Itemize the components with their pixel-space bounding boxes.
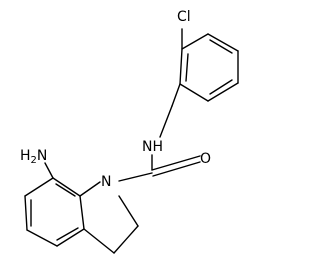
aryl-nh-bond [171, 83, 181, 107]
c-nh2-bond [44, 162, 54, 179]
amide-nh-label: NH [142, 139, 163, 155]
aryl-nh-bond-2 [159, 105, 173, 138]
amine-label: H2N [20, 148, 47, 166]
chlorophenyl-ring [179, 33, 239, 102]
indoline-ring [79, 181, 139, 254]
amine-n-label: N [37, 148, 47, 164]
ring-nitrogen-label: N [101, 174, 111, 190]
chlorine-label: Cl [177, 9, 191, 25]
amine-subscript: 2 [31, 155, 37, 166]
amine-h-label: H [20, 148, 31, 164]
benzo-ring [24, 177, 85, 247]
chemical-structure-drawing: Cl NH O N H2N [20, 9, 239, 254]
carbonyl-double-bond-b [152, 161, 201, 177]
carbonyl-n-bond [118, 172, 153, 182]
molecule-structure: Cl NH O N H2N [20, 9, 239, 254]
carbonyl-oxygen-label: O [200, 151, 211, 167]
carbonyl-double-bond-a [151, 155, 201, 171]
